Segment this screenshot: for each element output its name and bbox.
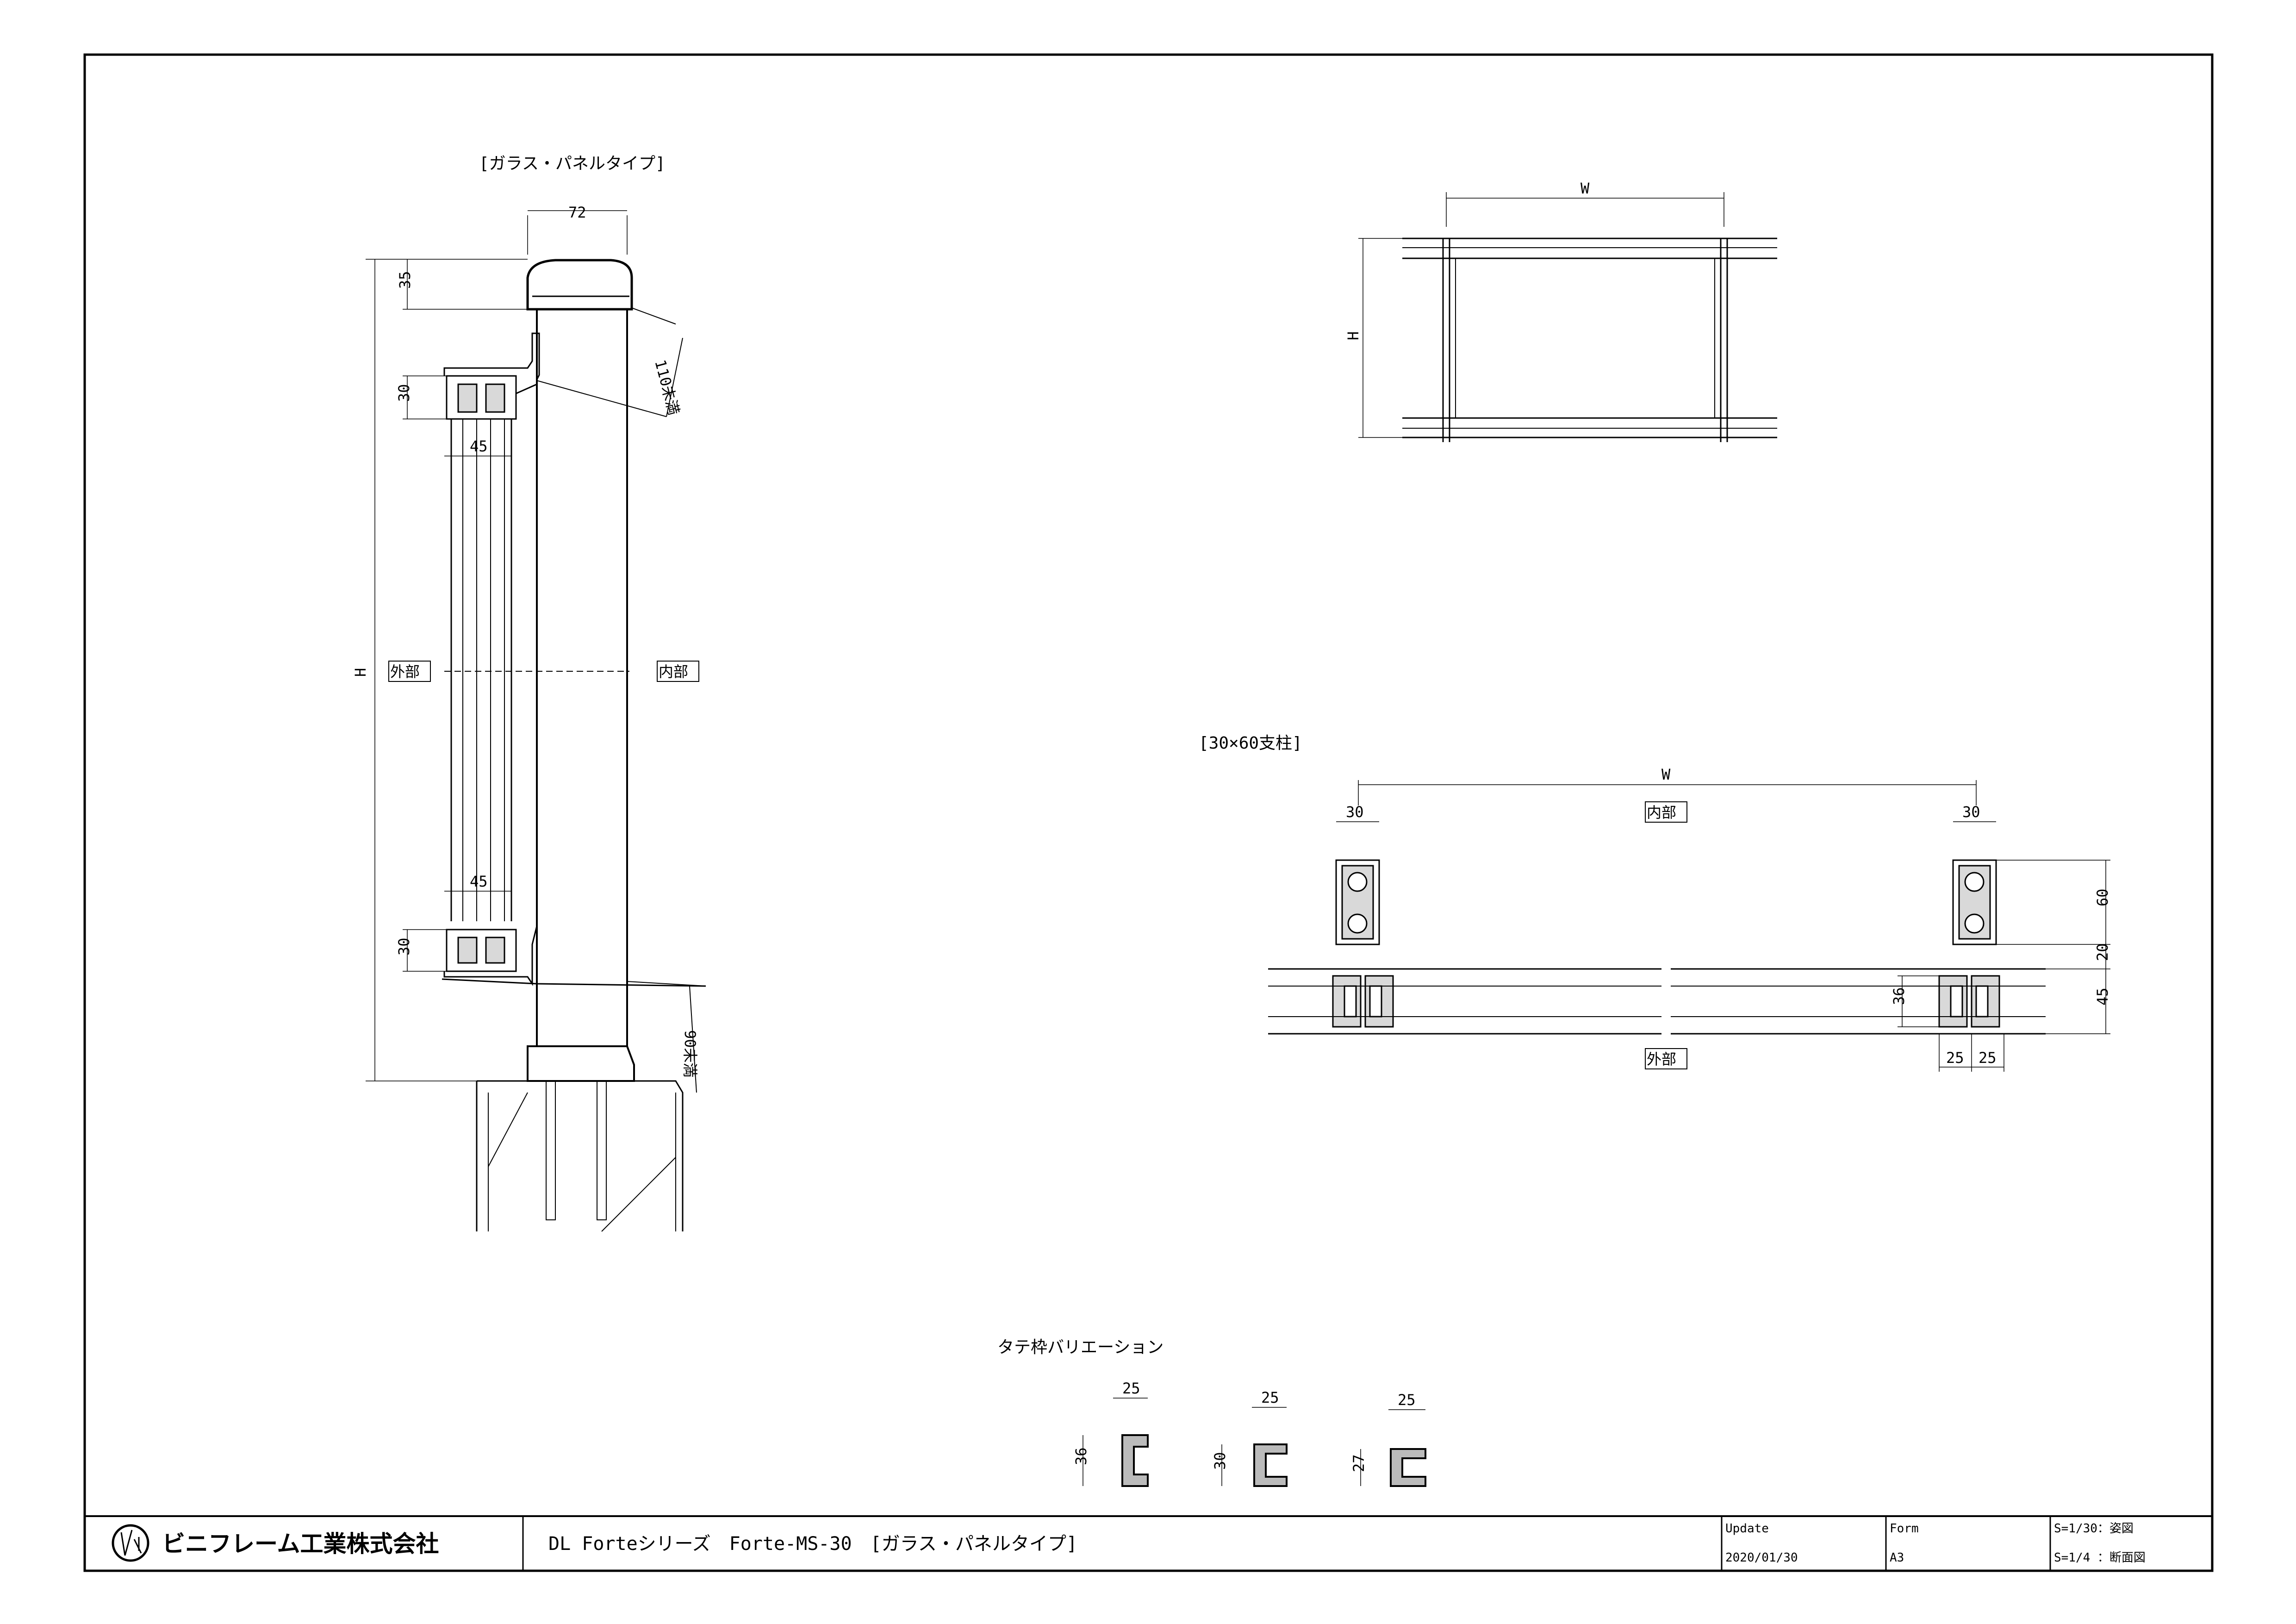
- dim-top-rail-30: 30: [395, 384, 413, 402]
- section-label-outside: 外部: [1647, 1050, 1676, 1068]
- section-dim-post-left: 30: [1346, 803, 1364, 821]
- variation-3: 25 27: [1350, 1391, 1426, 1487]
- variation-1-width: 25: [1122, 1380, 1140, 1397]
- section-title: [30×60支柱]: [1199, 734, 1302, 753]
- section-dim-60: 60: [2094, 888, 2111, 906]
- title-block: ビニフレーム工業株式会社 DL Forteシリーズ Forte-MS-30 [ガ…: [85, 1515, 2212, 1571]
- variations-title: タテ枠バリエーション: [997, 1338, 1164, 1357]
- variation-3-width: 25: [1398, 1391, 1416, 1409]
- front-dim-h: H: [1344, 331, 1362, 340]
- company-name: ビニフレーム工業株式会社: [162, 1530, 439, 1557]
- variation-2-width: 25: [1261, 1389, 1279, 1406]
- variation-2-height: 30: [1211, 1452, 1229, 1470]
- section-dim-25a: 25: [1946, 1049, 1964, 1067]
- update-label: Update: [1725, 1522, 1769, 1536]
- variation-2: 25 30: [1211, 1389, 1288, 1487]
- elevation-title: [ガラス・パネルタイプ]: [479, 154, 666, 173]
- label-inside: 内部: [659, 663, 688, 681]
- dim-height-h: H: [352, 668, 369, 677]
- section-dim-36: 36: [1890, 987, 1908, 1005]
- section-dim-25b: 25: [1979, 1049, 1997, 1067]
- section-dim-45: 45: [2094, 987, 2111, 1006]
- frame-variations: タテ枠バリエーション 25 36 25 30 25 27: [997, 1338, 1426, 1487]
- logo-emblem-icon: [112, 1524, 149, 1562]
- front-dim-w: W: [1580, 180, 1590, 197]
- scale-elevation: S=1/30：姿図: [2054, 1522, 2134, 1536]
- scale-section: S=1/4 ：断面図: [2054, 1551, 2146, 1565]
- note-90: 90未満: [681, 1030, 699, 1078]
- sheet-border: [83, 53, 2214, 1572]
- section-dim-20: 20: [2094, 943, 2111, 961]
- variation-1: 25 36: [1072, 1380, 1149, 1487]
- elevation-view: [ガラス・パネルタイプ] 72 H 35 30 45 45 30: [352, 154, 706, 1232]
- company-logo: ビニフレーム工業株式会社: [112, 1524, 439, 1562]
- dim-width-72: 72: [568, 204, 586, 221]
- section-dim-w: W: [1661, 766, 1671, 783]
- update-value: 2020/01/30: [1725, 1551, 1798, 1565]
- form-label: Form: [1890, 1522, 1919, 1536]
- variation-3-height: 27: [1350, 1454, 1368, 1472]
- dim-bottom-rail-30: 30: [395, 937, 413, 956]
- label-outside: 外部: [390, 663, 420, 681]
- section-view: [30×60支柱] W 内部 外部 30 30: [1199, 734, 2111, 1072]
- section-dim-post-right: 30: [1962, 803, 1980, 821]
- dim-top-frame-45: 45: [470, 437, 488, 455]
- post-cap: [526, 259, 633, 311]
- dim-bottom-frame-45: 45: [470, 873, 488, 890]
- variation-1-height: 36: [1072, 1447, 1090, 1465]
- drawing-name: DL Forteシリーズ Forte-MS-30 [ガラス・パネルタイプ]: [548, 1533, 1077, 1555]
- front-view: W H: [1344, 180, 1777, 442]
- dim-cap-35: 35: [396, 271, 414, 289]
- post-body: [536, 305, 628, 1047]
- section-label-inside: 内部: [1647, 804, 1676, 821]
- note-110: 110未満: [651, 358, 683, 417]
- form-value: A3: [1890, 1551, 1904, 1565]
